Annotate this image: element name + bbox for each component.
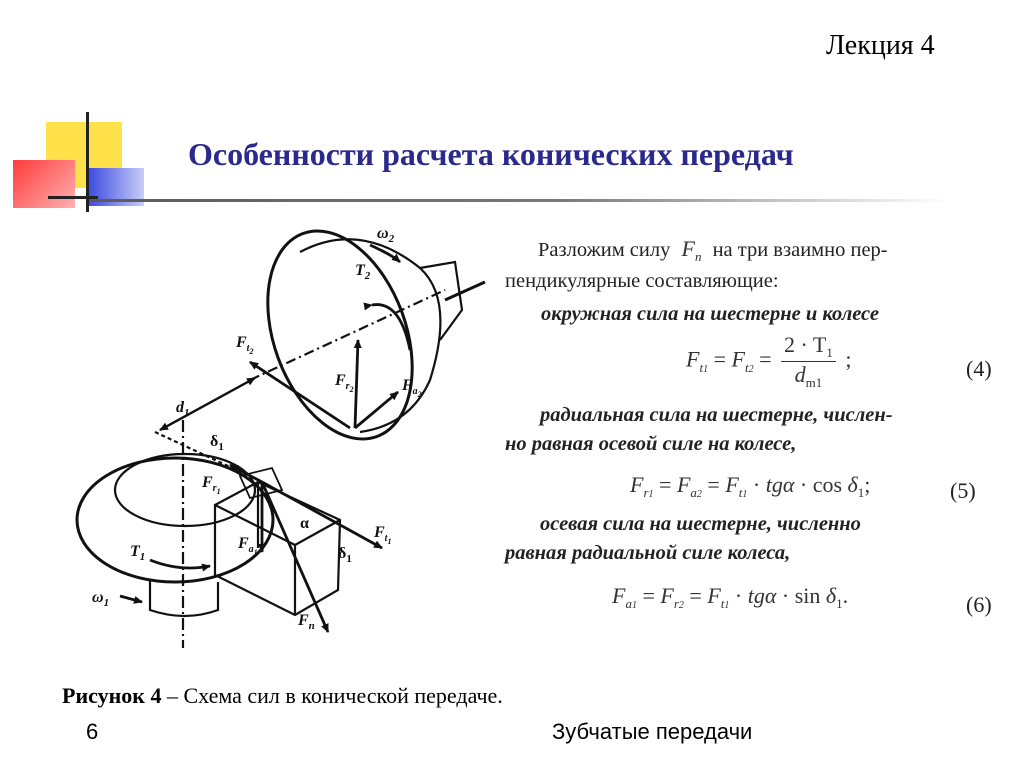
equation-number-4: (4) bbox=[966, 356, 992, 381]
heading-radial-1: радиальная сила на шестерне, числен- bbox=[540, 404, 893, 426]
label-omega1: ω1 bbox=[92, 589, 109, 609]
label-T2: T2 bbox=[355, 262, 371, 282]
page-number: 6 bbox=[86, 719, 99, 744]
equation-number-6: (6) bbox=[966, 592, 992, 617]
gear1-body bbox=[75, 456, 275, 584]
heading-axial-1: осевая сила на шестерне, численно bbox=[540, 513, 861, 535]
Fn-arrow bbox=[260, 481, 330, 633]
label-d1: d1 bbox=[176, 399, 190, 419]
gear2-back bbox=[299, 238, 442, 434]
deco-red-square bbox=[13, 160, 75, 208]
contact-point bbox=[238, 466, 284, 500]
formula-4: Ft1 = Ft2 = 2 · T1 dm1 ; bbox=[686, 332, 852, 390]
gear2-shaft bbox=[444, 280, 486, 302]
footer-title: Зубчатые передачи bbox=[552, 719, 753, 744]
label-Fa1: Fa1 bbox=[237, 535, 258, 557]
figure-caption: Рисунок 4 – Схема сил в конической перед… bbox=[62, 683, 503, 709]
lecture-label: Лекция 4 bbox=[826, 30, 935, 61]
Fa2-arrow bbox=[354, 390, 399, 430]
gear2-axis bbox=[249, 289, 446, 381]
label-Ft1: Ft1 bbox=[373, 524, 391, 546]
gear2-rim bbox=[266, 229, 414, 441]
slide-title: Особенности расчета конических передач bbox=[188, 136, 794, 172]
label-Fn: Fn bbox=[297, 612, 315, 632]
deco-horizontal-line bbox=[48, 196, 98, 199]
heading-axial-2: равная радиальной силе колеса, bbox=[505, 542, 791, 564]
T1-arrow bbox=[149, 558, 211, 572]
Fr2-arrow bbox=[353, 339, 362, 429]
force-box bbox=[213, 480, 342, 617]
omega2-arrow bbox=[369, 243, 401, 264]
label-alpha: α bbox=[300, 515, 309, 532]
heading-tangential: окружная сила на шестерне и колесе bbox=[541, 303, 879, 325]
label-Fr1: Fr1 bbox=[201, 474, 221, 496]
Ft1-arrow bbox=[261, 480, 383, 550]
label-T1: T1 bbox=[130, 543, 145, 563]
formula-6: Fa1 = Fr2 = Ft1 · tgα · sin δ1. bbox=[612, 583, 849, 611]
gear2-hub bbox=[419, 260, 464, 341]
Ft2-arrow bbox=[249, 360, 351, 430]
heading-radial-2: но равная осевой силе на колесе, bbox=[505, 433, 797, 455]
intro-line-2: пендикулярные составляющие: bbox=[505, 270, 779, 292]
gear1-hub bbox=[148, 580, 220, 618]
label-delta1-right: δ1 bbox=[338, 545, 352, 565]
Fr1-arrow bbox=[229, 463, 263, 484]
label-omega2: ω2 bbox=[377, 225, 395, 245]
label-Ft2: Ft2 bbox=[235, 334, 253, 356]
equation-number-5: (5) bbox=[950, 478, 976, 503]
T2-arrow bbox=[363, 302, 412, 351]
label-Fa2: Fa2 bbox=[401, 377, 422, 399]
caption-text: – Схема сил в конической передаче. bbox=[166, 683, 503, 708]
bevel-gear-force-diagram: ω2 T2 Ft2 Fr2 Fa2 d1 δ1 Fr1 α Ft1 T1 Fa1… bbox=[75, 225, 486, 648]
deco-vertical-line bbox=[86, 112, 89, 212]
title-divider bbox=[90, 199, 950, 202]
label-Fr2: Fr2 bbox=[334, 372, 354, 394]
caption-label: Рисунок 4 bbox=[62, 683, 162, 708]
formula-5: Fr1 = Fa2 = Ft1 · tgα · cos δ1; bbox=[630, 472, 871, 500]
gear1-top bbox=[113, 452, 257, 528]
omega1-arrow bbox=[119, 594, 143, 604]
intro-line-1: Разложим силу Fn на три взаимно пер- bbox=[538, 236, 888, 264]
label-delta1-top: δ1 bbox=[210, 433, 224, 453]
